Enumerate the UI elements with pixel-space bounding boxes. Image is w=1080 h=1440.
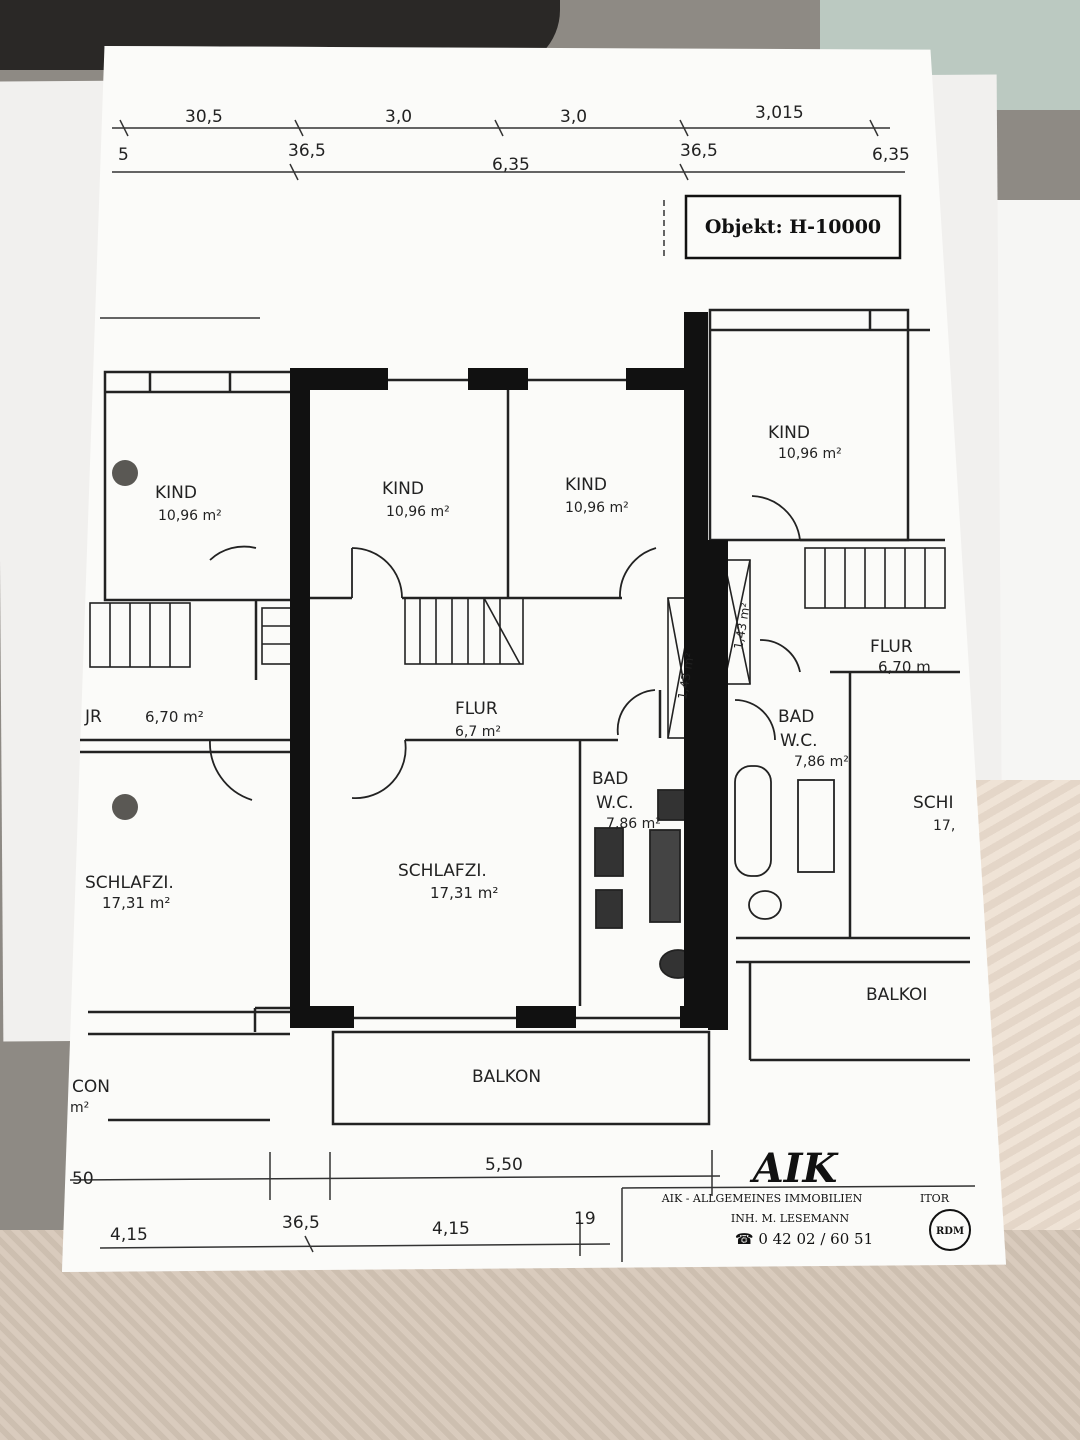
room-kind-left-area: 10,96 m²: [158, 508, 222, 524]
dim-top-1: 30,5: [185, 107, 223, 127]
room-kind-mid2-name: KIND: [565, 475, 607, 495]
room-flur-mid-area: 6,7 m²: [455, 724, 501, 740]
room-labels: KIND 10,96 m² KIND 10,96 m² KIND 10,96 m…: [70, 423, 955, 1116]
main-unit-walls: [290, 312, 728, 1030]
agency-phone: ☎ 0 42 02 / 60 51: [735, 1230, 873, 1248]
dim-top-4: 3,015: [755, 103, 804, 123]
room-balkon-left-area: m²: [70, 1100, 89, 1116]
dim-bottom-6: 19: [574, 1209, 596, 1229]
room-kind-right-name: KIND: [768, 423, 810, 443]
room-flur-left-area: 6,70 m²: [145, 708, 204, 726]
room-kind-mid1-name: KIND: [382, 479, 424, 499]
room-schlafzi-right-area: 17,: [933, 818, 955, 834]
agency-owner: INH. M. LESEMANN: [731, 1212, 850, 1225]
dim-bottom-4: 36,5: [282, 1213, 320, 1233]
agency-name-suffix: ITOR: [920, 1192, 950, 1205]
dim-top-5: 5: [118, 145, 129, 165]
dim-top-7: 6,35: [492, 155, 530, 175]
room-bad-right-name: BAD: [778, 707, 814, 727]
object-label-box: [684, 194, 902, 260]
dim-top-8: 36,5: [680, 141, 718, 161]
door-swings: [209, 495, 801, 801]
punch-hole-top: [112, 460, 138, 486]
room-kind-mid2-area: 10,96 m²: [565, 500, 629, 516]
dim-bottom-3: 4,15: [110, 1225, 148, 1245]
room-kind-mid1-area: 10,96 m²: [386, 504, 450, 520]
room-schlafzi-mid-area: 17,31 m²: [430, 884, 498, 902]
room-balkon-right-name: BALKOI: [866, 985, 927, 1005]
agency-logo: AIK: [749, 1145, 840, 1192]
dim-bottom-1: 50: [72, 1169, 94, 1189]
room-flur-mid-name: FLUR: [455, 699, 498, 719]
dim-top-9: 6,35: [872, 145, 910, 165]
room-kind-right-area: 10,96 m²: [778, 446, 842, 462]
dim-top-6: 36,5: [288, 141, 326, 161]
bottom-dimension-text: 50 5,50 4,15 36,5 4,15 19: [72, 1155, 596, 1245]
dim-bottom-2: 5,50: [485, 1155, 523, 1175]
room-bad-mid-name2: W.C.: [596, 793, 634, 813]
main-unit-inner-walls: [310, 378, 680, 1020]
neighbour-walls: [80, 308, 970, 1126]
room-balkon-left-name: CON: [72, 1077, 110, 1097]
object-label: Objekt: H-10000: [705, 216, 881, 238]
room-schlafzi-right-name: SCHI: [913, 793, 953, 813]
top-dimension-text: 30,5 3,0 3,0 3,015 5 36,5 6,35 36,5 6,35: [118, 103, 910, 175]
punch-hole-bottom: [112, 794, 138, 820]
room-bad-right-area: 7,86 m²: [794, 754, 849, 770]
room-bad-mid-name: BAD: [592, 769, 628, 789]
agency-name: AIK - ALLGEMEINES IMMOBILIEN: [661, 1192, 863, 1205]
bottom-dimension-lines: [69, 1150, 721, 1256]
dim-bottom-5: 4,15: [432, 1219, 470, 1239]
room-bad-right-name2: W.C.: [780, 731, 818, 751]
room-schlafzi-mid-name: SCHLAFZI.: [398, 861, 487, 881]
room-flur-right-name: FLUR: [870, 637, 913, 657]
room-bad-mid-area: 7,86 m²: [606, 816, 661, 832]
room-schlafzi-left-area: 17,31 m²: [102, 894, 170, 912]
rdm-badge: RDM: [936, 1226, 964, 1237]
room-flur-right-area: 6,70 m: [878, 658, 931, 676]
room-balkon-mid-name: BALKON: [472, 1067, 541, 1087]
bath-fixtures: [594, 765, 835, 979]
stairs: [89, 547, 946, 668]
agency-stamp: AIK AIK - ALLGEMEINES IMMOBILIEN ITOR IN…: [621, 1145, 976, 1262]
floor-plan-paper: [62, 46, 1006, 1272]
room-kind-left-name: KIND: [155, 483, 197, 503]
room-schlafzi-left-name: SCHLAFZI.: [85, 873, 174, 893]
top-dimension-lines: [100, 119, 905, 319]
dim-top-2: 3,0: [385, 107, 412, 127]
room-flur-left-name: JR: [84, 707, 102, 727]
dim-top-3: 3,0: [560, 107, 587, 127]
